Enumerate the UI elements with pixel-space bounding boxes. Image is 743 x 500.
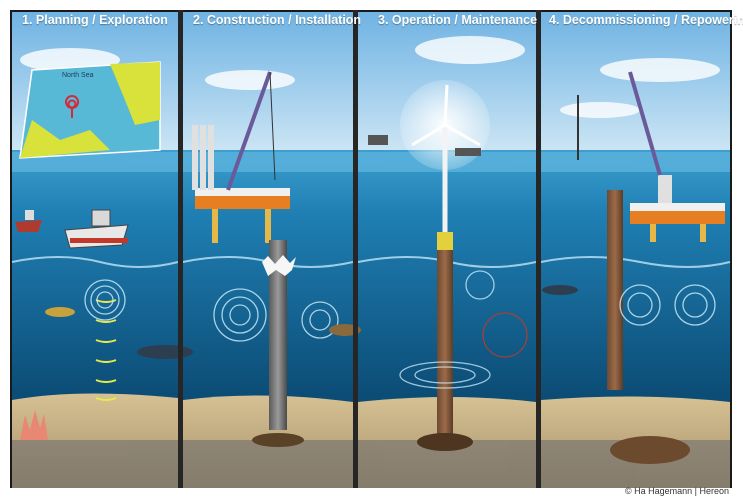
noise-waves — [619, 284, 716, 326]
sea-surface — [12, 152, 730, 172]
distant-ships — [368, 135, 481, 156]
panel-title-construction: 2. Construction / Installation — [193, 13, 362, 27]
transition-piece — [437, 232, 453, 250]
location-pin-icon — [65, 95, 80, 118]
panel-4-decommissioning — [542, 71, 725, 464]
panel-title-operation: 3. Operation / Maintenance — [378, 13, 538, 27]
scour-protection — [417, 433, 473, 451]
fish — [542, 285, 578, 295]
image-credit: © Ha Hagemann | Hereon — [624, 486, 729, 496]
monopile — [269, 240, 287, 430]
coral — [20, 410, 48, 440]
noise-waves — [213, 288, 339, 342]
panel-dividers — [178, 10, 541, 488]
magnetic-field-icon — [482, 312, 528, 358]
porpoise — [137, 345, 193, 359]
removed-pile — [607, 190, 623, 390]
survey-ship — [64, 209, 129, 249]
vibration-waves — [399, 270, 495, 389]
biofouled-monopile — [437, 250, 453, 435]
panel-1-planning — [15, 61, 193, 440]
panel-2-construction — [192, 71, 361, 447]
sound-waves — [84, 279, 126, 321]
map-label: North Sea — [62, 72, 94, 79]
hammer-impact-icon — [262, 255, 296, 276]
panel-3-operation — [368, 80, 528, 451]
small-boat — [15, 210, 42, 232]
seal — [45, 307, 75, 317]
sonar-signal — [95, 299, 117, 401]
map-land — [110, 62, 160, 125]
scour-protection — [252, 433, 304, 447]
crane-vessel — [628, 71, 725, 242]
panel-title-decommissioning: 4. Decommissioning / Repowering — [549, 13, 743, 27]
turbine-blades — [411, 84, 481, 147]
mussel-shell — [610, 436, 690, 464]
panel-title-planning: 1. Planning / Exploration — [22, 13, 168, 27]
jackup-vessel — [192, 71, 290, 243]
